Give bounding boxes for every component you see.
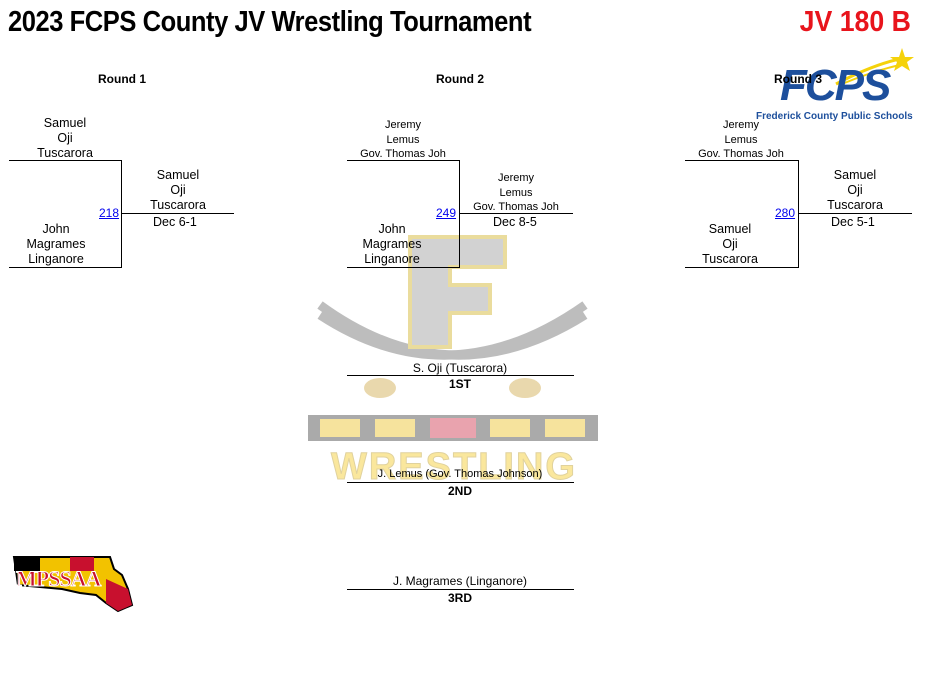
third-place-label: 3RD <box>447 591 472 605</box>
star-icon <box>835 48 914 86</box>
watermark-word: WRESTLING <box>331 446 577 489</box>
round-2-label: Round 2 <box>436 72 484 86</box>
match-3-result: Dec 5-1 <box>831 215 875 229</box>
bracket-line <box>459 213 573 214</box>
first-place-label: 1ST <box>448 377 471 391</box>
third-place-name: J. Magrames (Linganore) <box>392 574 528 588</box>
bracket-line <box>347 267 460 268</box>
fcps-logo: FCPS Frederick County Public Schools <box>756 48 916 128</box>
page-title: 2023 FCPS County JV Wrestling Tournament <box>8 6 532 38</box>
mpssaa-text: MPSSAA <box>15 566 101 592</box>
match-2-result: Dec 8-5 <box>493 215 537 229</box>
second-place-label: 2ND <box>447 484 472 498</box>
second-place-name: J. Lemus (Gov. Thomas Johnson) <box>377 468 543 480</box>
round-1-label: Round 1 <box>98 72 146 86</box>
round-3-label: Round 3 <box>774 72 822 86</box>
placing-line <box>347 482 574 483</box>
bout-number-link[interactable]: 280 <box>775 206 796 220</box>
bracket-line <box>9 160 122 161</box>
bracket-line <box>121 213 234 214</box>
first-place-name: S. Oji (Tuscarora) <box>412 361 508 375</box>
bout-number-link[interactable]: 249 <box>436 206 457 220</box>
match-1-result: Dec 6-1 <box>153 215 197 229</box>
maryland-flag-shape <box>12 556 134 613</box>
bracket-line <box>798 213 912 214</box>
bracket-line <box>9 267 122 268</box>
wrestling-watermark-logo <box>308 235 598 441</box>
bracket-line <box>347 160 460 161</box>
bout-number-link[interactable]: 218 <box>99 206 120 220</box>
fcps-mark: FCPS <box>780 61 891 110</box>
weight-class-title: JV 180 B <box>799 6 911 38</box>
fcps-name: Frederick County Public Schools <box>756 111 913 122</box>
mpssaa-logo: MPSSAA <box>10 549 134 613</box>
placing-line <box>347 375 574 376</box>
placing-line <box>347 589 574 590</box>
bracket-line <box>685 160 799 161</box>
bracket-line <box>685 267 799 268</box>
